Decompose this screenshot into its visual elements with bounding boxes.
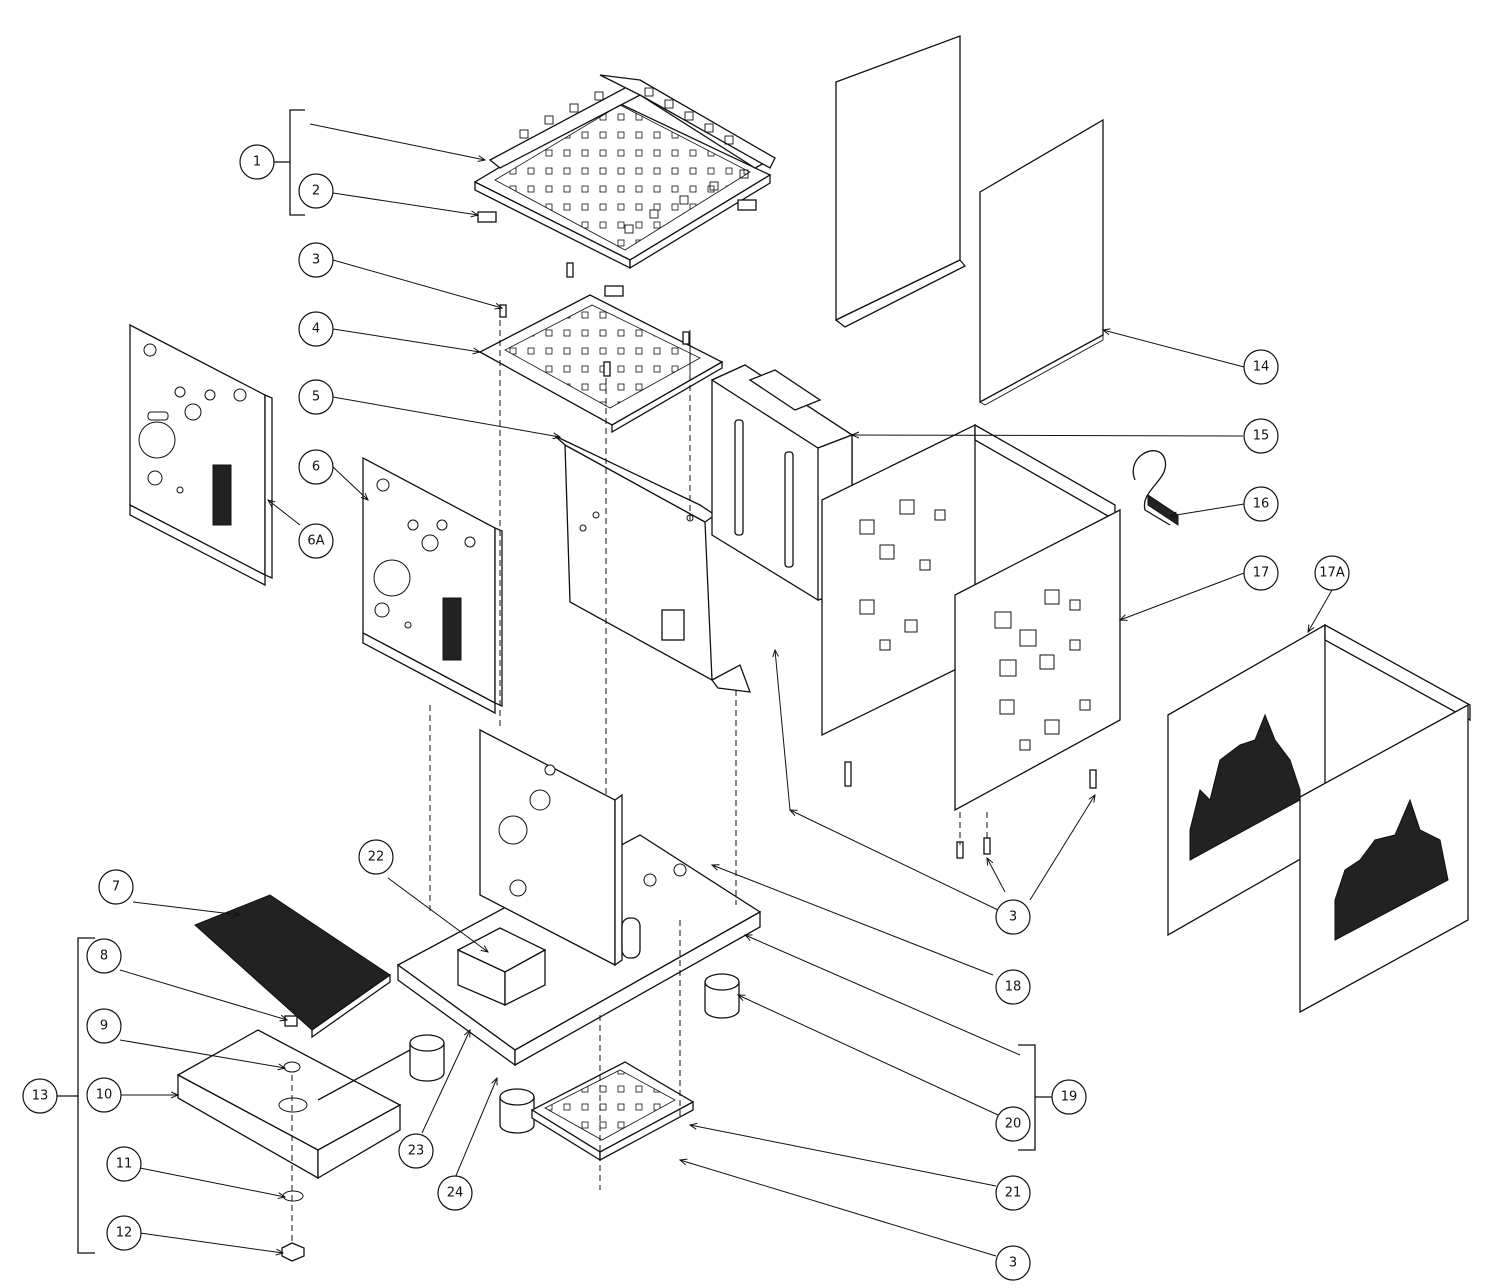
svg-text:17A: 17A: [1319, 566, 1345, 581]
callout-18: 18: [995, 969, 1031, 1005]
svg-text:14: 14: [1253, 360, 1270, 375]
svg-text:20: 20: [1005, 1117, 1022, 1132]
callout-20: 20: [995, 1106, 1031, 1142]
svg-text:23: 23: [408, 1144, 425, 1159]
svg-text:8: 8: [100, 949, 108, 964]
svg-text:13: 13: [32, 1089, 49, 1104]
svg-text:12: 12: [116, 1226, 133, 1241]
svg-text:6A: 6A: [307, 534, 324, 549]
callout-16: 16: [1243, 486, 1279, 522]
top-plate-part: [478, 262, 724, 434]
badge-part: [1132, 450, 1179, 526]
svg-text:3: 3: [1009, 910, 1017, 925]
callout-19: 19: [1051, 1079, 1087, 1115]
callout-1: 1: [239, 144, 275, 180]
callout-23: 23: [398, 1133, 434, 1169]
callout-3-bottom: 3: [995, 1245, 1031, 1281]
svg-text:3: 3: [312, 253, 320, 268]
callout-2: 2: [298, 173, 334, 209]
callout-5: 5: [298, 379, 334, 415]
callout-12: 12: [106, 1215, 142, 1251]
svg-text:9: 9: [100, 1019, 108, 1034]
callout-11: 11: [106, 1146, 142, 1182]
callout-8: 8: [86, 938, 122, 974]
svg-text:4: 4: [312, 322, 320, 337]
callout-6: 6: [298, 449, 334, 485]
leader-lines: [119, 123, 1333, 1257]
callout-22: 22: [358, 839, 394, 875]
rear-frame-part: [554, 435, 751, 693]
svg-text:21: 21: [1005, 1186, 1022, 1201]
callout-4: 4: [298, 311, 334, 347]
back-panel-part: [834, 35, 1104, 406]
callout-9: 9: [86, 1008, 122, 1044]
svg-text:22: 22: [368, 850, 385, 865]
svg-text:15: 15: [1253, 429, 1270, 444]
callout-3-right: 3: [995, 899, 1031, 935]
callout-24: 24: [437, 1175, 473, 1211]
callout-17: 17: [1243, 555, 1279, 591]
svg-text:19: 19: [1061, 1090, 1078, 1105]
svg-text:2: 2: [312, 184, 320, 199]
callout-13: 13: [22, 1078, 58, 1114]
callout-14: 14: [1243, 349, 1279, 385]
callouts: 1 2 3 4 5 6 6A 7 8 9 10 11 12 13 14 15 1…: [22, 144, 1350, 1281]
side-panel-6a-part: [129, 323, 273, 587]
callout-7: 7: [98, 869, 134, 905]
svg-text:3: 3: [1009, 1256, 1017, 1271]
brackets: [57, 109, 1052, 1254]
side-panel-6-part: [362, 456, 503, 715]
decorated-shell-part: [1167, 623, 1471, 1014]
callout-3: 3: [298, 242, 334, 278]
callout-21: 21: [995, 1175, 1031, 1211]
svg-text:1: 1: [253, 155, 261, 170]
svg-text:24: 24: [447, 1186, 464, 1201]
drip-tray-part: [176, 1015, 402, 1262]
drip-grid-part: [194, 894, 391, 1039]
svg-text:6: 6: [312, 460, 320, 475]
callout-10: 10: [86, 1077, 122, 1113]
foot-parts: [409, 973, 740, 1134]
base-frame-part: [396, 728, 762, 1067]
callout-6a: 6A: [298, 523, 334, 559]
bottom-plate-part: [530, 1061, 695, 1162]
svg-text:10: 10: [96, 1088, 113, 1103]
assembly-lines: [291, 320, 988, 1245]
svg-text:16: 16: [1253, 497, 1270, 512]
svg-text:5: 5: [312, 390, 320, 405]
cup-tray-part: [473, 74, 776, 297]
svg-text:7: 7: [112, 880, 120, 895]
svg-text:11: 11: [116, 1157, 133, 1172]
side-shell-part: [821, 423, 1121, 859]
svg-text:18: 18: [1005, 980, 1022, 995]
callout-17a: 17A: [1314, 555, 1350, 591]
callout-15: 15: [1243, 418, 1279, 454]
svg-text:17: 17: [1253, 566, 1270, 581]
